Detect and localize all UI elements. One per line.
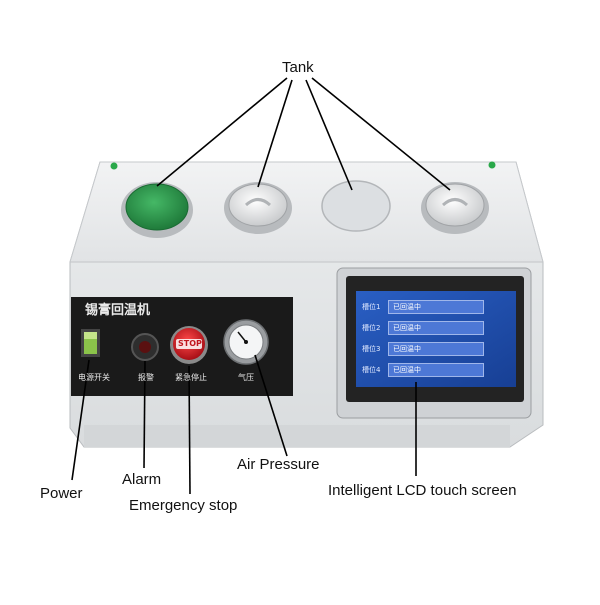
lcd-row-field: 已回温中 — [388, 321, 484, 335]
panel-title: 锡膏回温机 — [85, 303, 151, 318]
tank-3-open[interactable] — [321, 180, 391, 232]
emergency-stop-label: 紧急停止 — [175, 373, 207, 382]
corner-led-icon — [488, 161, 496, 169]
tank-1[interactable] — [121, 182, 193, 238]
lcd-row[interactable]: 槽位2 已回温中 — [362, 321, 510, 335]
alarm-label: 报警 — [138, 373, 154, 382]
air-pressure-gauge — [223, 319, 269, 365]
air-pressure-callout-label: Air Pressure — [237, 456, 320, 473]
emergency-stop-button[interactable] — [170, 326, 208, 364]
lcd-row[interactable]: 槽位3 已回温中 — [362, 342, 510, 356]
emergency-stop-callout-label: Emergency stop — [129, 497, 238, 514]
tank-4[interactable] — [421, 182, 489, 234]
alarm-callout-label: Alarm — [122, 471, 162, 488]
alarm-buzzer — [131, 333, 159, 361]
lcd-row-label: 槽位4 — [362, 366, 381, 374]
air-pressure-label: 气压 — [238, 373, 254, 382]
lcd-row[interactable]: 槽位4 已回温中 — [362, 363, 510, 377]
lcd-rows: 槽位1 已回温中 槽位2 已回温中 槽位3 已回温中 槽位4 已回温中 — [362, 300, 510, 377]
callout-lines — [71, 77, 451, 495]
corner-led-icon — [110, 162, 118, 170]
power-label: Power — [40, 485, 83, 502]
power-switch[interactable] — [81, 329, 100, 357]
power-switch-label: 电源开关 — [78, 373, 110, 382]
lcd-row-label: 槽位1 — [362, 303, 381, 311]
lcd-callout-label: Intelligent LCD touch screen — [328, 482, 517, 499]
tank-2[interactable] — [224, 182, 292, 234]
lcd-row-field: 已回温中 — [388, 342, 484, 356]
stop-text: STOP — [178, 339, 202, 348]
lcd-row-field: 已回温中 — [388, 363, 484, 377]
lcd-row-label: 槽位2 — [362, 324, 381, 332]
tank-label: Tank — [282, 59, 314, 76]
lcd-row[interactable]: 槽位1 已回温中 — [362, 300, 510, 314]
lcd-row-field: 已回温中 — [388, 300, 484, 314]
lcd-row-label: 槽位3 — [362, 345, 381, 353]
